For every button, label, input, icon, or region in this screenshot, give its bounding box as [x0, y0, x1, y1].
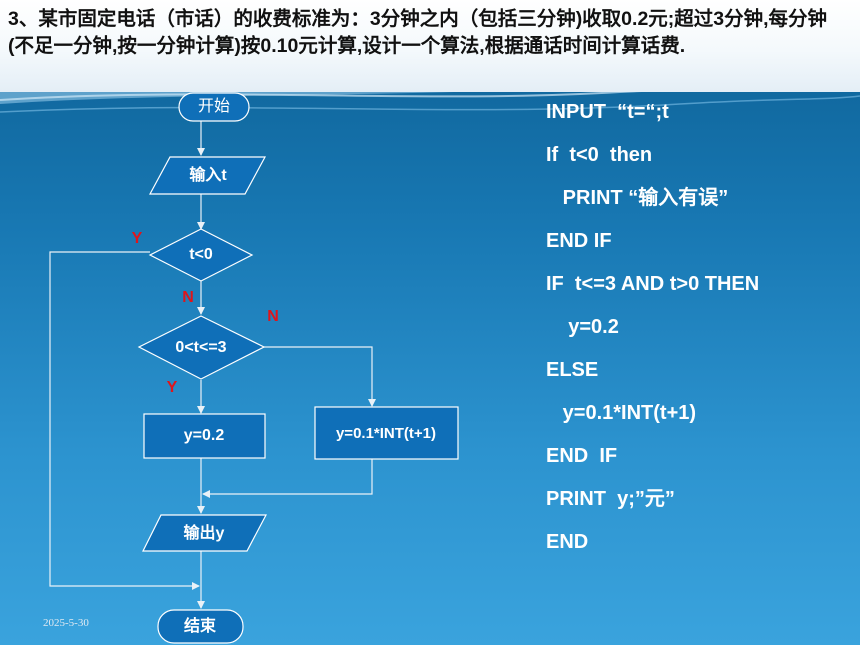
slide-date: 2025-5-30 [43, 617, 89, 629]
branch-label-d2-no: N [267, 308, 279, 325]
end-label: 结束 [183, 616, 217, 635]
end-terminal [157, 609, 244, 644]
start-label: 开始 [198, 97, 230, 115]
code-line-8: y=0.1*INT(t+1) [546, 402, 697, 424]
branch-label-d2-yes: Y [167, 379, 178, 396]
problem-statement: 3、某市固定电话（市话）的收费标准为：3分钟之内（包括三分钟)收取0.2元;超过… [8, 8, 828, 57]
branch-label-d1-yes: Y [132, 230, 143, 247]
start-terminal [178, 92, 250, 122]
process-yes-box [143, 413, 266, 459]
flow-arrows [49, 121, 376, 609]
arrow-decision2-no [264, 346, 376, 407]
arrow-decision1-yes-bypass [49, 251, 200, 590]
code-line-4: END IF [546, 230, 612, 252]
decision-t-range [137, 315, 266, 380]
flowchart: 开始 输入t t<0 0<t<=3 y=0.2 y=0.1*INT(t+1) 输… [49, 92, 459, 644]
decision2-label: 0<t<=3 [175, 339, 226, 356]
process-no-label: y=0.1*INT(t+1) [336, 425, 436, 442]
output-parallelogram [142, 514, 267, 552]
code-line-9: END IF [546, 445, 618, 467]
code-line-1: INPUT “t=“;t [546, 101, 669, 123]
title-band [0, 0, 860, 92]
branch-label-d1-no: N [182, 289, 194, 306]
code-line-7: ELSE [546, 359, 599, 381]
decision-t-less-0 [148, 228, 254, 282]
process-yes-label: y=0.2 [184, 427, 225, 444]
decision1-label: t<0 [189, 246, 213, 263]
input-parallelogram [148, 156, 267, 195]
code-line-10: PRINT y;”元” [546, 488, 675, 510]
process-no-box [314, 406, 459, 460]
code-line-11: END [546, 531, 589, 553]
input-label: 输入t [189, 165, 227, 184]
code-line-5: IF t<=3 AND t>0 THEN [546, 273, 760, 295]
code-line-2: If t<0 then [546, 144, 653, 166]
code-line-3: PRINT “输入有误” [546, 187, 729, 209]
output-label: 输出y [184, 523, 225, 542]
arrow-no-to-merge [202, 459, 373, 498]
code-line-6: y=0.2 [546, 316, 619, 338]
